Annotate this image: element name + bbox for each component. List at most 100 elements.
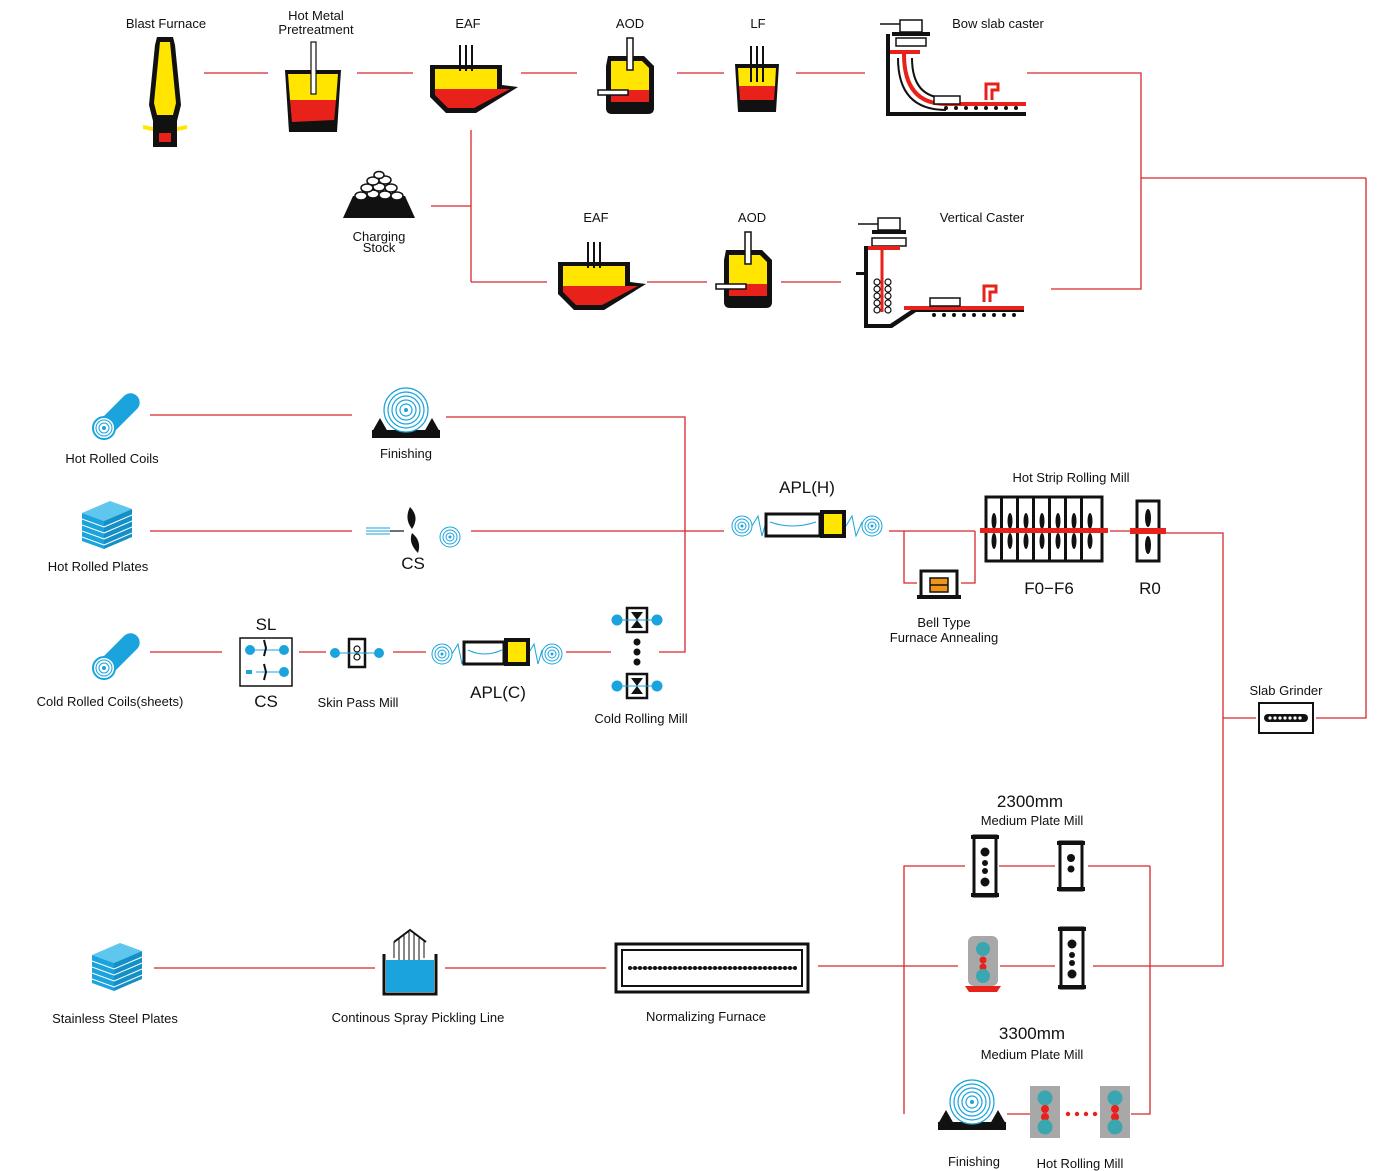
hot-rolled-plates-icon [81,500,133,550]
furnace-roller [648,966,652,970]
lf-ladle-icon [735,46,779,112]
furnace-roller [688,966,692,970]
furnace-roller [768,966,772,970]
furnace-roller [743,966,747,970]
annealing-pickling-line-c-icon [431,638,563,666]
furnace-roller [683,966,687,970]
eaf-mid-icon [558,242,646,310]
label-hot-rolled-coils: Hot Rolled Coils [65,451,159,466]
label-charging-stock-line1: Charging [352,229,406,244]
annealing-pickling-line-h-icon [731,510,883,538]
charging-stock-icon [343,170,415,218]
label-sl: SL [255,615,277,634]
eaf-top-icon [430,45,518,113]
furnace-roller [763,966,767,970]
pickling-tank-icon [382,928,438,996]
finishing-coil-icon [371,387,441,439]
furnace-roller [793,966,797,970]
label-charging-stock-line2: Stock [362,240,396,255]
label-aod-mid: AOD [737,210,767,225]
label-hot-rolled-plates: Hot Rolled Plates [47,559,149,574]
furnace-roller [718,966,722,970]
blast-furnace-icon [143,37,187,147]
label-apl-c: APL(C) [470,683,526,702]
furnace-roller [693,966,697,970]
furnace-roller [698,966,702,970]
stainless-steel-plates-icon [91,942,143,992]
furnace-roller [678,966,682,970]
label-eaf-mid: EAF [583,210,609,225]
furnace-roller [788,966,792,970]
mill-2300-stand-b-icon [1055,839,1087,893]
hot-rolling-mill-stand-b-icon [1100,1086,1130,1138]
furnace-roller [633,966,637,970]
label-pickling-line: Continous Spray Pickling Line [331,1010,505,1025]
hot-metal-ladle-icon [285,41,341,132]
cut-shear-icon [366,507,461,553]
aod-mid-icon [715,231,773,309]
furnace-roller [653,966,657,970]
cold-rolling-mill-icon [611,606,663,700]
vertical-caster-icon [856,217,1024,328]
label-hot-strip-rolling-mill: Hot Strip Rolling Mill [1012,470,1130,485]
label-lf: LF [750,16,766,31]
label-hot-metal-pretreatment-line2: Pretreatment [278,22,354,37]
label-finishing-bottom: Finishing [947,1154,1001,1169]
label-bow-slab-caster: Bow slab caster [952,16,1044,31]
furnace-roller [728,966,732,970]
label-mill-2300-size: 2300mm [996,792,1064,811]
hot-rolled-coils-icon [92,392,141,440]
furnace-roller [663,966,667,970]
ellipsis-icon [1065,1111,1098,1117]
label-r0: R0 [1139,579,1161,598]
furnace-roller [703,966,707,970]
finishing-bottom-coil-icon [937,1079,1007,1131]
connector-lines [150,72,1367,1115]
label-hot-rolling-mill: Hot Rolling Mill [1036,1156,1124,1171]
furnace-roller [668,966,672,970]
furnace-roller [783,966,787,970]
hot-rolling-mill-stand-a-icon [1030,1086,1060,1138]
label-blast-furnace: Blast Furnace [125,16,207,31]
label-cs-mid: CS [401,554,425,573]
furnace-roller [773,966,777,970]
label-normalizing-furnace: Normalizing Furnace [646,1009,766,1024]
label-finishing-top: Finishing [379,446,433,461]
furnace-roller [778,966,782,970]
furnace-roller [673,966,677,970]
label-vertical-caster: Vertical Caster [939,210,1025,225]
label-bell-type-line1: Bell Type [917,615,971,630]
label-apl-h: APL(H) [779,478,835,497]
label-cs-low: CS [254,692,278,711]
label-mill-2300-name: Medium Plate Mill [980,813,1084,828]
furnace-roller [723,966,727,970]
bow-caster-icon [880,19,1026,116]
furnace-roller [748,966,752,970]
bell-furnace-icon [917,569,961,599]
furnace-roller [708,966,712,970]
slab-grinder-icon [1258,702,1314,734]
furnace-roller [758,966,762,970]
skin-pass-mill-icon [330,637,384,669]
mill-3300-stand-b-icon [1056,925,1088,991]
label-cold-rolled-coils: Cold Rolled Coils(sheets) [36,694,184,709]
furnace-roller [738,966,742,970]
hot-strip-mill-stands-icon [980,495,1108,563]
label-hot-metal-pretreatment-line1: Hot Metal [288,8,344,23]
label-mill-3300-size: 3300mm [998,1024,1066,1043]
label-aod-top: AOD [615,16,645,31]
furnace-roller [713,966,717,970]
label-stainless-steel-plates: Stainless Steel Plates [52,1011,178,1026]
furnace-roller [628,966,632,970]
label-mill-3300-name: Medium Plate Mill [980,1047,1084,1062]
label-cold-rolling-mill: Cold Rolling Mill [594,711,688,726]
mill-2300-stand-a-icon [969,833,1001,899]
label-skin-pass-mill: Skin Pass Mill [317,695,399,710]
furnace-roller [658,966,662,970]
furnace-roller [753,966,757,970]
aod-top-icon [597,37,655,115]
label-bell-type-line2: Furnace Annealing [889,630,999,645]
furnace-roller [643,966,647,970]
roughing-mill-r0-icon [1130,499,1166,563]
